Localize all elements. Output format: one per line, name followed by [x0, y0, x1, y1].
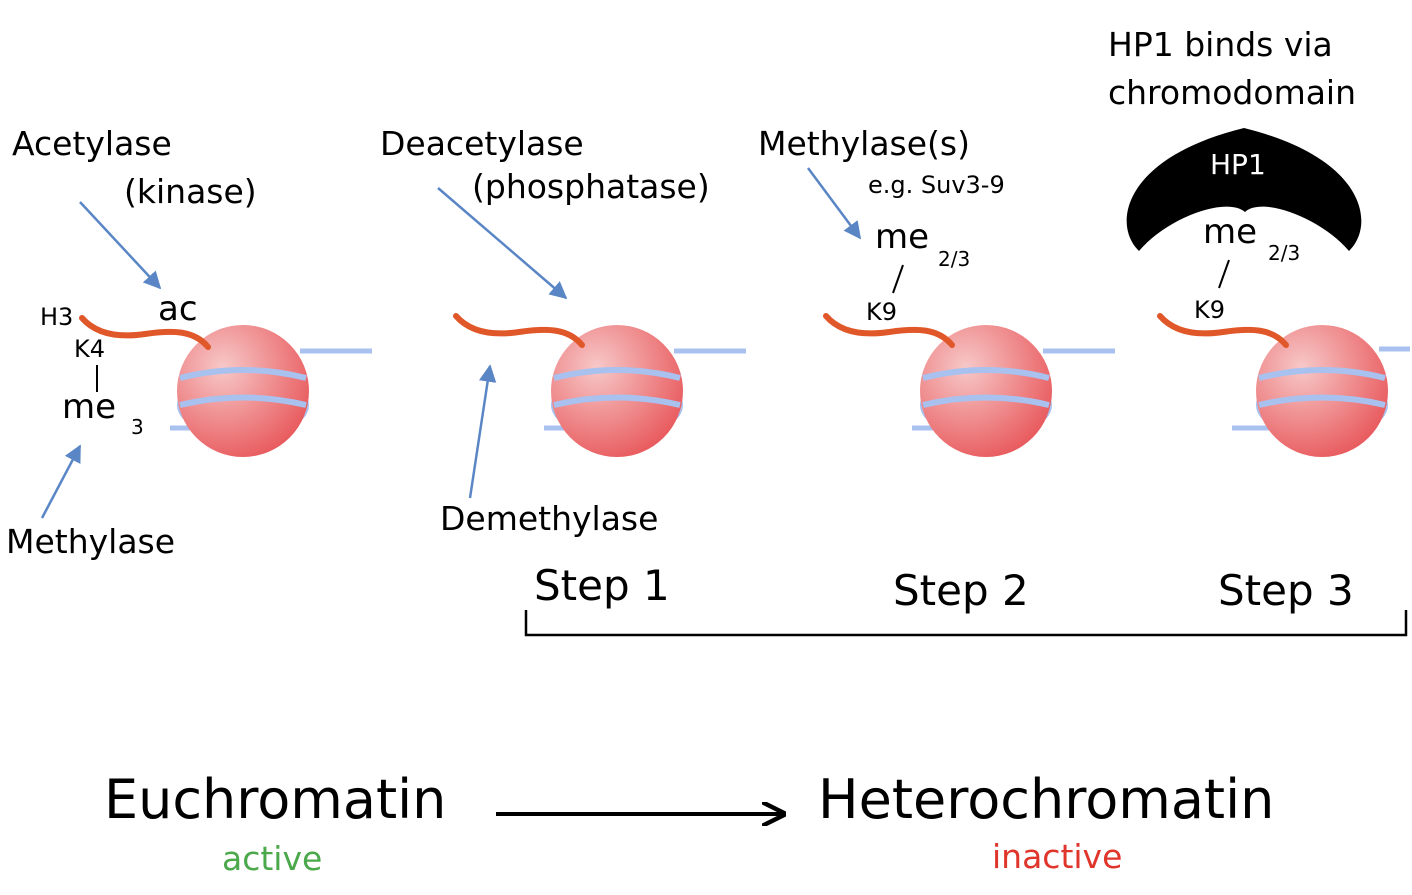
deacetylase-label: Deacetylase	[380, 124, 584, 163]
me3-label: me	[62, 387, 116, 427]
nucleosome-3	[1157, 313, 1410, 457]
step2-labels: Methylase(s) e.g. Suv3-9 me 2/3 K9	[758, 124, 1005, 326]
step-1-label: Step 1	[534, 561, 670, 610]
hp1-me23-subscript: 2/3	[1268, 241, 1300, 265]
me23-label: me	[875, 217, 929, 257]
k4-label: K4	[74, 335, 105, 363]
hp1-k9-label: K9	[1194, 296, 1225, 324]
stage0-labels: Acetylase (kinase) ac H3 K4 me 3 Methyla…	[6, 124, 257, 561]
methylase-arrow	[40, 444, 82, 519]
hp1-caption-line1: HP1 binds via	[1108, 25, 1333, 64]
steps-bracket	[524, 610, 1408, 637]
transition-row: Euchromatin active Heterochromatin inact…	[104, 768, 1274, 878]
methylase-label: Methylase	[6, 522, 175, 561]
h3-label: H3	[40, 303, 73, 331]
k9-label: K9	[866, 298, 897, 326]
demethylase-arrow	[468, 364, 497, 499]
step-3-label: Step 3	[1218, 566, 1354, 615]
deacetylase-arrow	[437, 187, 568, 300]
euchromatin-label: Euchromatin	[104, 768, 446, 831]
demethylase-label: Demethylase	[440, 499, 658, 538]
suv39-label: e.g. Suv3-9	[868, 171, 1005, 199]
histone-octamer	[177, 325, 309, 457]
methylases-label: Methylase(s)	[758, 124, 970, 163]
steps-row: Step 1 Step 2 Step 3	[524, 561, 1408, 637]
kinase-label: (kinase)	[124, 172, 257, 211]
nucleosome-1	[453, 313, 746, 457]
inactive-label: inactive	[992, 837, 1122, 876]
histone-octamer	[551, 325, 683, 457]
k9-bond	[892, 264, 904, 294]
methylases-arrow	[806, 167, 862, 240]
heterochromatin-label: Heterochromatin	[818, 768, 1274, 831]
phosphatase-label: (phosphatase)	[472, 167, 710, 206]
histone-octamer	[920, 325, 1052, 457]
nucleosome-2	[823, 313, 1115, 457]
histone-tail	[79, 315, 211, 350]
histone-tail	[453, 313, 585, 348]
active-label: active	[222, 839, 322, 878]
step3-labels: HP1 binds via chromodomain HP1 me 2/3 K9	[1108, 25, 1362, 324]
step-2-label: Step 2	[893, 566, 1029, 615]
hp1-label: HP1	[1210, 148, 1266, 181]
histone-tail	[823, 313, 955, 348]
step1-labels: Deacetylase (phosphatase) Demethylase	[380, 124, 710, 538]
hp1-caption-line2: chromodomain	[1108, 73, 1356, 112]
histone-octamer	[1256, 325, 1388, 457]
ac-label: ac	[158, 289, 198, 329]
hp1-protein	[1126, 128, 1362, 251]
hp1-k9-bond	[1218, 259, 1230, 289]
acetylase-arrow	[79, 201, 162, 290]
hp1-me23-label: me	[1203, 212, 1257, 252]
acetylase-label: Acetylase	[12, 124, 172, 163]
nucleosome-0	[79, 315, 372, 457]
me23-subscript: 2/3	[938, 247, 970, 271]
me3-subscript: 3	[131, 415, 144, 439]
histone-tail	[1157, 313, 1289, 348]
